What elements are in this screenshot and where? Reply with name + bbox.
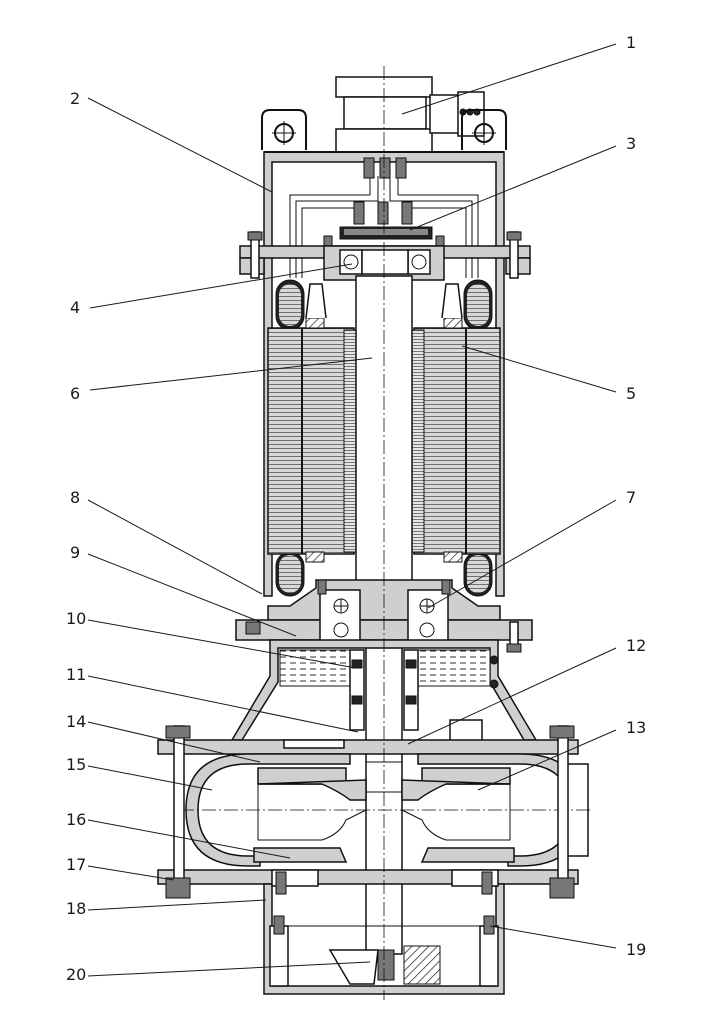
callout-10: 10 [66,609,86,628]
callout-6: 6 [70,384,80,403]
callout-14: 14 [66,712,86,731]
rotor-core [343,329,425,553]
upper-flange [239,231,531,279]
callout-3: 3 [626,134,636,153]
callout-17: 17 [66,855,86,874]
callout-20: 20 [66,965,86,984]
callout-12: 12 [626,636,646,655]
upper-bearing [323,245,445,281]
callout-13: 13 [626,718,646,737]
lifting-lug-left [261,109,307,150]
motor-casing [263,151,505,597]
callout-1: 1 [626,33,636,52]
callout-4: 4 [70,298,80,317]
lifting-lug-right [461,109,507,150]
stator-winding-end-bottom-left [275,551,305,597]
callout-2: 2 [70,89,80,108]
stator-winding-end-bottom-right [463,551,493,597]
callout-16: 16 [66,810,86,829]
callout-7: 7 [626,488,636,507]
callout-15: 15 [66,755,86,774]
base-stand [263,869,505,995]
callout-11: 11 [66,665,86,684]
impeller [180,767,590,863]
callout-5: 5 [626,384,636,403]
callout-19: 19 [626,940,646,959]
stator-winding-end-top-left [275,279,305,331]
cable-connectors [323,157,445,247]
tie-bolts [165,725,575,899]
oil-chamber [230,639,538,743]
leader-lines [87,43,617,977]
callout-8: 8 [70,488,80,507]
callout-18: 18 [66,899,86,918]
callout-9: 9 [70,543,80,562]
stator-core [267,283,501,563]
stator-winding-end-top-right [463,279,493,331]
